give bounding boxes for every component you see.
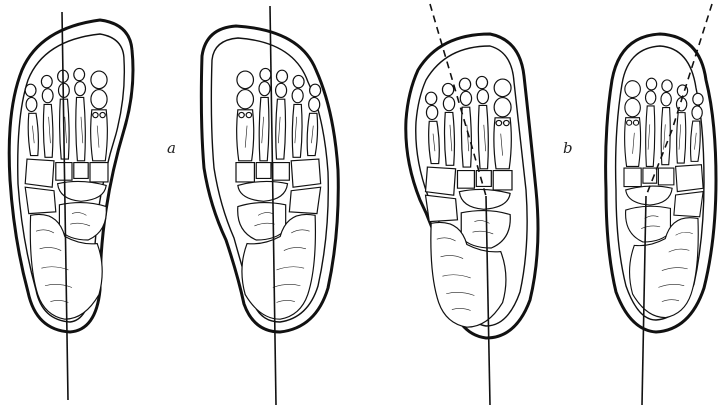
panel-label-a: a (167, 139, 176, 157)
panel-a-foot-2 (201, 6, 338, 405)
panel-a-foot-1 (9, 12, 133, 400)
panel-b-foot-2 (606, 4, 716, 405)
panel-b-foot-1 (406, 4, 538, 405)
panel-label-b: b (563, 139, 573, 157)
